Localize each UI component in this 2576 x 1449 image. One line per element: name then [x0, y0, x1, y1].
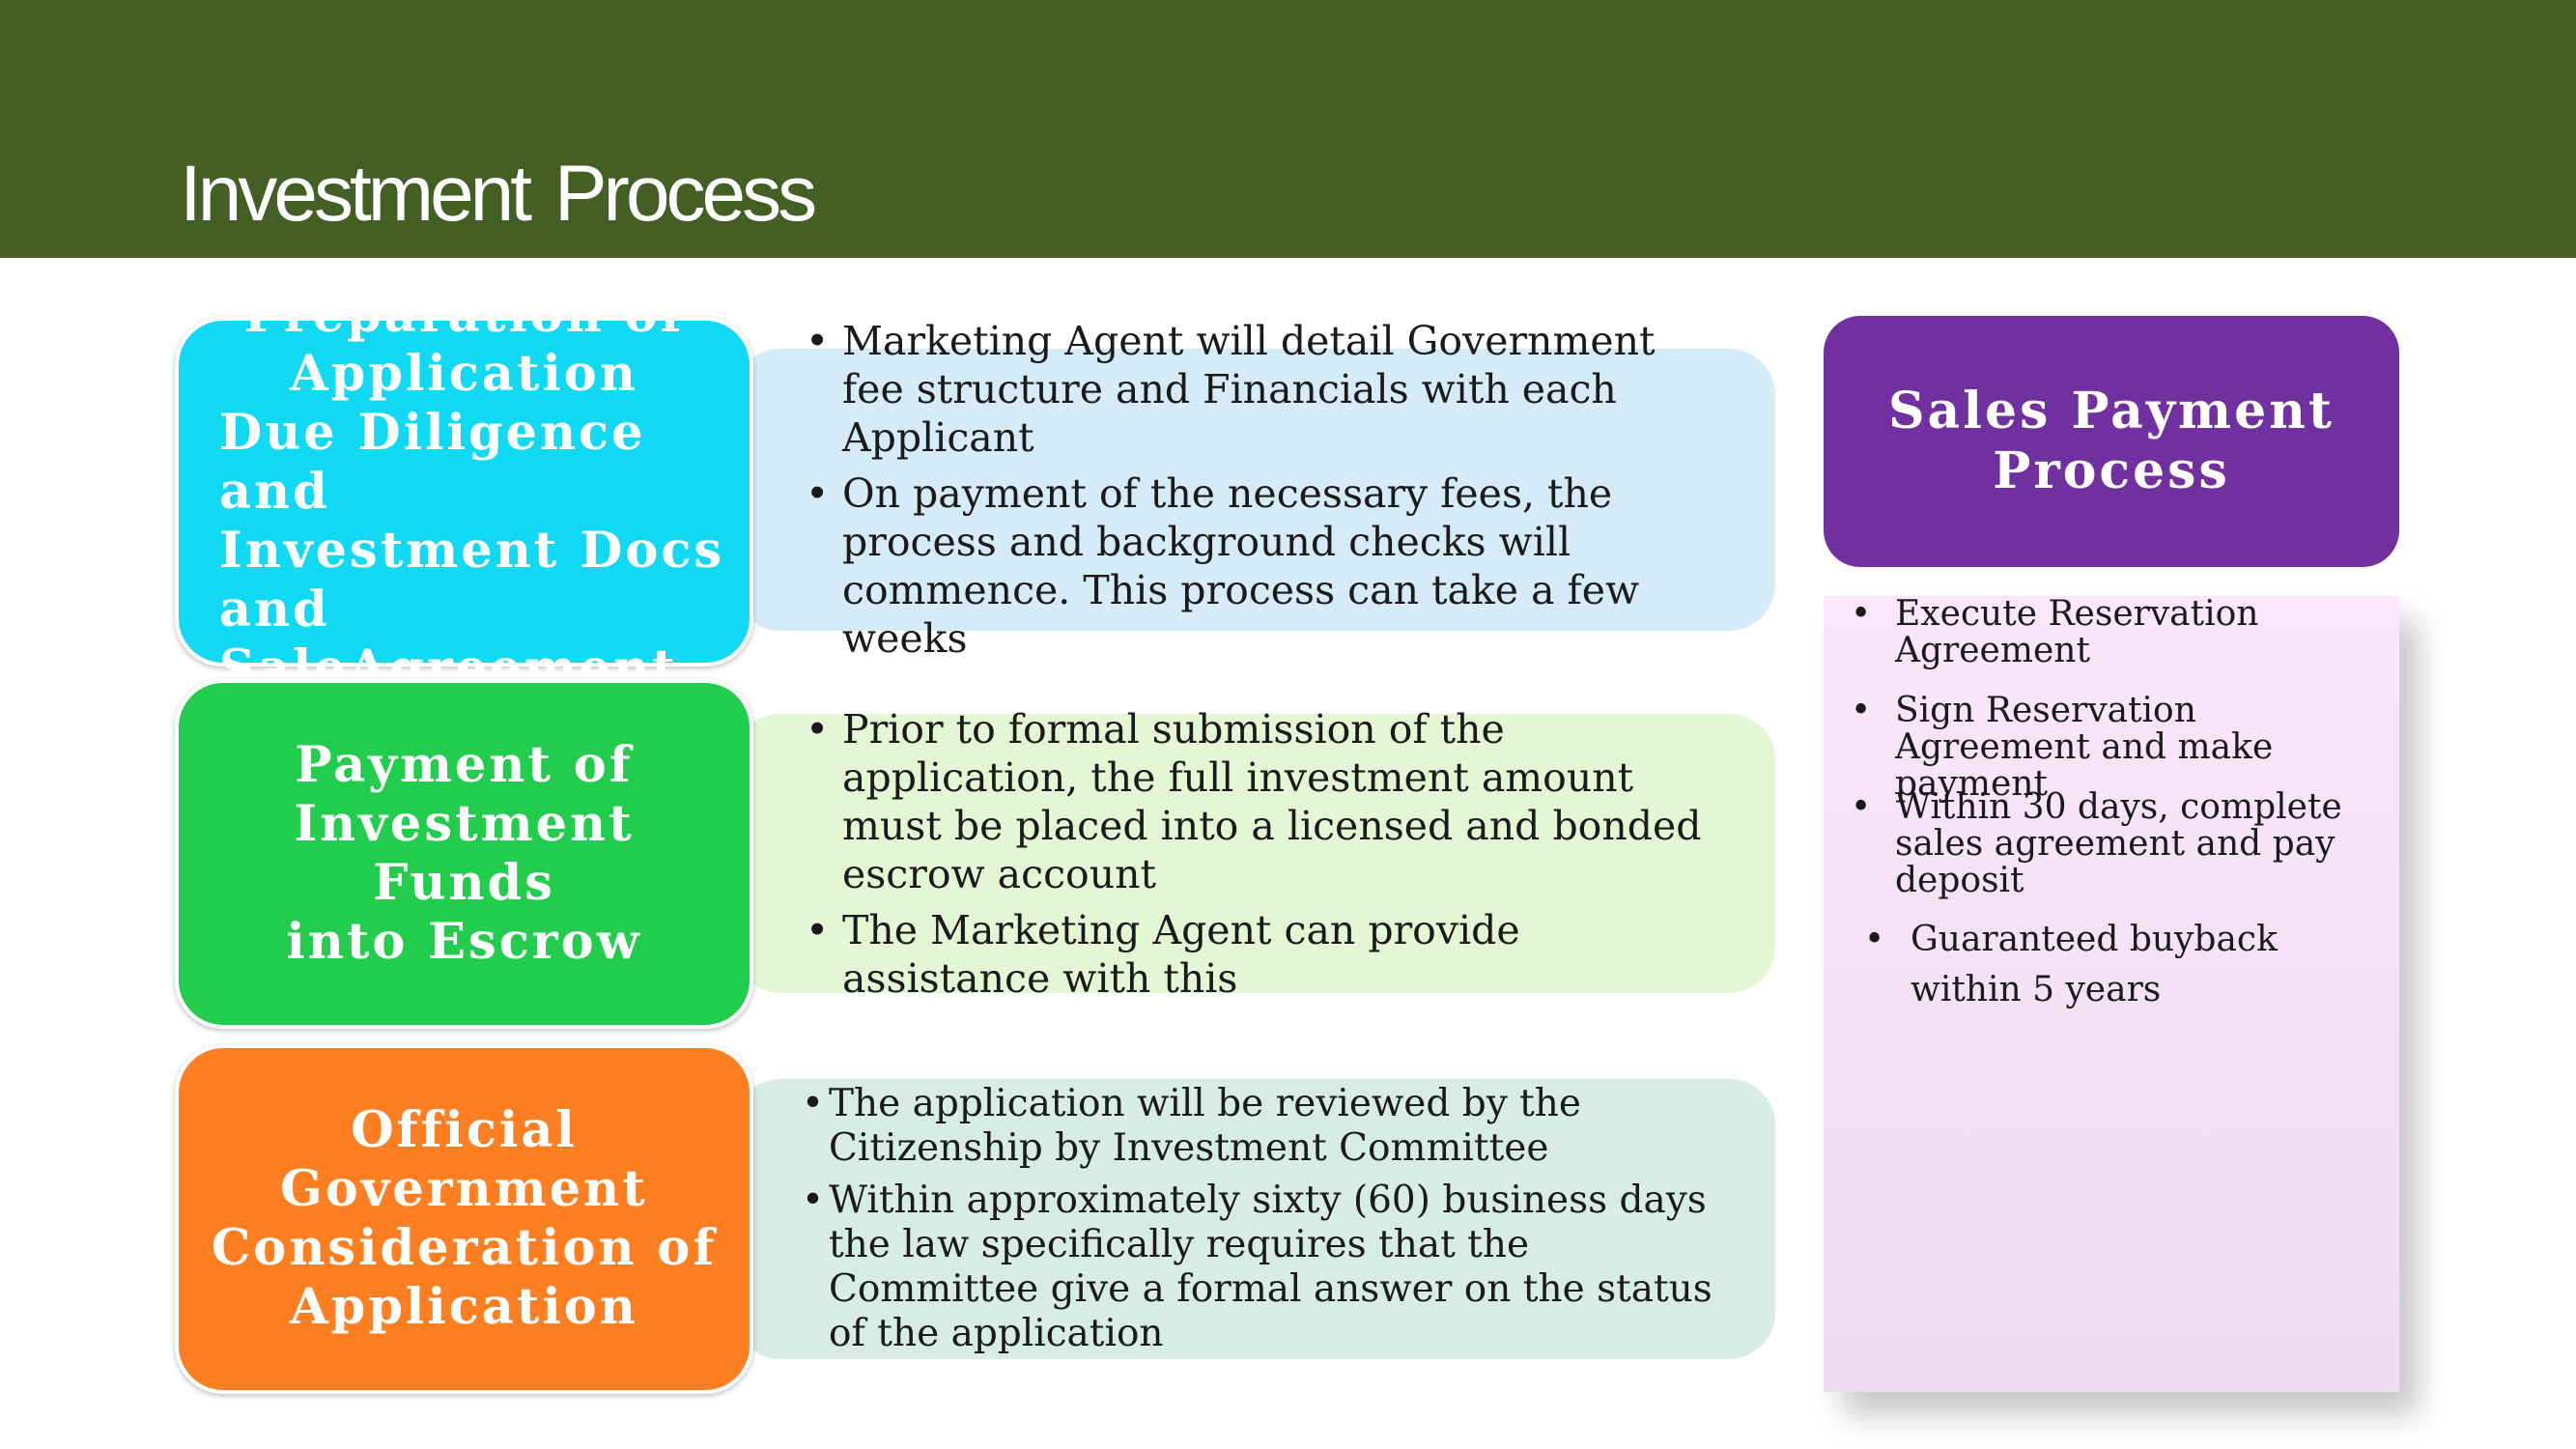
sales-bullet-text: Guaranteed buyback within 5 years	[1911, 920, 2278, 1009]
sales-payment-header: Sales Payment Process	[1824, 316, 2399, 567]
step-1-bullet-list: Marketing Agent will detail Government f…	[802, 317, 1717, 663]
sales-payment-panel: • Execute Reservation Agreement • Sign R…	[1824, 596, 2399, 1392]
step-3-bullet: The application will be reviewed by the …	[802, 1082, 1717, 1171]
step-1-bullet: On payment of the necessary fees, the pr…	[802, 469, 1717, 663]
step-3-title-line: Official	[351, 1101, 578, 1159]
step-1-title: Preparation of Application Due Diligence…	[202, 286, 726, 698]
sales-bullet-text: Within 30 days, complete sales agreement…	[1895, 787, 2342, 900]
bullet-icon: •	[1851, 787, 1872, 827]
step-2-title-line: into Escrow	[286, 913, 642, 971]
step-3-title-line: Government	[280, 1160, 648, 1218]
bullet-icon: •	[1851, 594, 1872, 634]
sales-bullet-text: Sign Reservation Agreement and make paym…	[1895, 691, 2274, 804]
sales-title-line: Sales Payment	[1887, 382, 2335, 440]
sales-payment-title: Sales Payment Process	[1888, 382, 2335, 501]
step-3-bullet: Within approximately sixty (60) business…	[802, 1179, 1717, 1356]
step-2-details: Prior to formal submission of the applic…	[734, 705, 1775, 1002]
sales-bullet: • Guaranteed buyback within 5 years	[1851, 915, 2392, 1015]
step-2-bullet: The Marketing Agent can provide assistan…	[802, 906, 1717, 1003]
step-1-title-box: Preparation of Application Due Diligence…	[175, 286, 753, 697]
step-3-title: Official Government Consideration of App…	[212, 1101, 718, 1337]
step-1-title-line: Investment Docs	[219, 521, 725, 580]
step-3-details: The application will be reviewed by the …	[734, 1079, 1775, 1359]
step-1-title-line: Application	[290, 344, 638, 403]
bullet-icon: •	[1864, 920, 1885, 959]
step-1-title-line: Preparation of	[243, 285, 685, 344]
step-2-title-line: Investment Funds	[294, 795, 635, 912]
step-3-title-box: Official Government Consideration of App…	[175, 1044, 753, 1394]
step-2-bullet-list: Prior to formal submission of the applic…	[802, 705, 1717, 1003]
step-2-title: Payment of Investment Funds into Escrow	[202, 736, 726, 972]
bullet-icon: •	[1851, 691, 1872, 730]
step-1-details: Marketing Agent will detail Government f…	[734, 317, 1775, 662]
step-3-bullet-list: The application will be reviewed by the …	[802, 1082, 1717, 1356]
sales-bullet: • Execute Reservation Agreement	[1851, 596, 2392, 669]
step-2-bullet: Prior to formal submission of the applic…	[802, 705, 1717, 898]
sales-bullet: • Sign Reservation Agreement and make pa…	[1851, 693, 2392, 803]
step-3-title-line: Consideration of	[211, 1219, 718, 1277]
sales-title-line: Process	[1993, 441, 2230, 500]
step-2-title-box: Payment of Investment Funds into Escrow	[175, 679, 753, 1029]
sales-bullet-text: Execute Reservation Agreement	[1895, 594, 2259, 670]
step-2-title-line: Payment of	[295, 736, 634, 794]
header-bar	[0, 0, 2576, 258]
step-3-title-line: Application	[290, 1278, 638, 1336]
sales-bullet: • Within 30 days, complete sales agreeme…	[1851, 789, 2392, 899]
page-title: Investment Process	[180, 150, 817, 238]
step-1-title-line: Due Diligence and	[219, 403, 646, 521]
step-1-bullet: Marketing Agent will detail Government f…	[802, 317, 1717, 462]
